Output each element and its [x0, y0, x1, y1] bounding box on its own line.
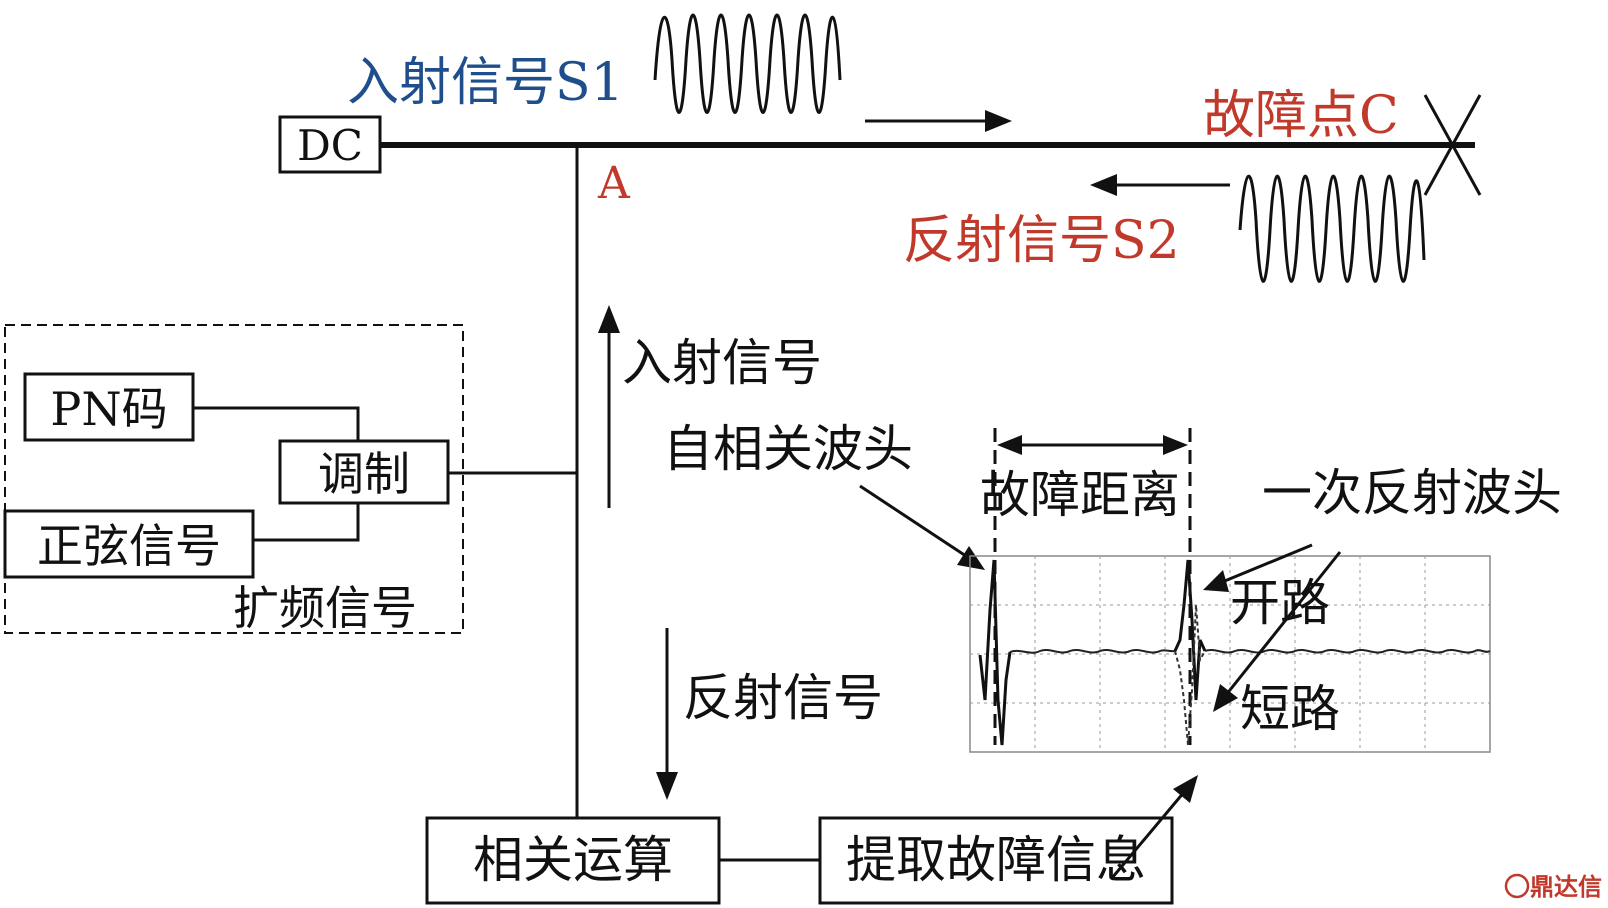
modulation-label: 调制	[318, 447, 410, 501]
fault-distance-label: 故障距离	[980, 466, 1180, 524]
logo: 鼎达信	[1504, 873, 1602, 901]
fault-distance-arrow-right	[1163, 435, 1188, 455]
oscilloscope-grid	[969, 555, 1491, 753]
extract-fault-info-box	[818, 816, 1174, 905]
spread-signal-label: 扩频信号	[233, 581, 417, 635]
incident-signal-s1-label: 入射信号S1	[347, 53, 624, 113]
reflected-arrow-head	[1090, 174, 1117, 196]
open-circuit-label: 开路	[1230, 574, 1330, 632]
reflected-signal-label: 反射信号	[683, 669, 883, 727]
modulation-box	[278, 439, 450, 505]
pn-code-box	[23, 372, 195, 442]
logo-text: 鼎达信	[1530, 873, 1602, 901]
fault-point-c-label: 故障点C	[1203, 86, 1399, 146]
autocorrelation-spike	[978, 559, 1012, 746]
fault-distance-arrow-left	[997, 435, 1022, 455]
reflection-spike-short	[1174, 604, 1206, 746]
reflected-waveform	[1238, 174, 1426, 283]
first-reflection-pointer-head	[1203, 570, 1229, 592]
extract-pointer	[1110, 784, 1192, 879]
first-reflection-pointer	[1214, 543, 1313, 587]
incident-signal-label: 入射信号	[622, 334, 822, 392]
node-a-label: A	[597, 158, 631, 209]
fault-x-line-2	[1423, 94, 1482, 196]
incident-waveform	[653, 13, 842, 114]
short-circuit-label: 短路	[1240, 680, 1340, 738]
pn-code-label: PN码	[50, 382, 167, 436]
logo-icon	[1504, 873, 1530, 899]
first-reflection-head-label: 一次反射波头	[1262, 464, 1562, 522]
short-circuit-pointer	[1220, 551, 1342, 701]
reflected-signal-s2-label: 反射信号S2	[903, 211, 1180, 271]
spread-signal-box	[4, 324, 464, 634]
sine-connector	[253, 503, 360, 542]
dc-box	[278, 115, 382, 174]
incident-arrow-head	[985, 110, 1012, 132]
autocorrelation-pointer	[859, 484, 973, 562]
dc-label: DC	[297, 121, 363, 170]
short-circuit-pointer-head	[1213, 684, 1238, 712]
correlation-op-box	[425, 816, 721, 905]
scope-baseline-wave	[1009, 649, 1491, 654]
reflected-down-arrow-head	[656, 772, 678, 800]
incident-up-arrow-head	[598, 305, 620, 333]
sine-signal-label: 正弦信号	[37, 519, 221, 573]
autocorrelation-pointer-head	[957, 546, 985, 570]
sine-signal-box	[3, 509, 255, 579]
extract-fault-info-label: 提取故障信息	[846, 831, 1146, 889]
extract-pointer-head	[1173, 775, 1198, 803]
correlation-op-label: 相关运算	[473, 831, 673, 889]
autocorrelation-head-label: 自相关波头	[663, 420, 913, 478]
pn-connector	[193, 406, 360, 441]
